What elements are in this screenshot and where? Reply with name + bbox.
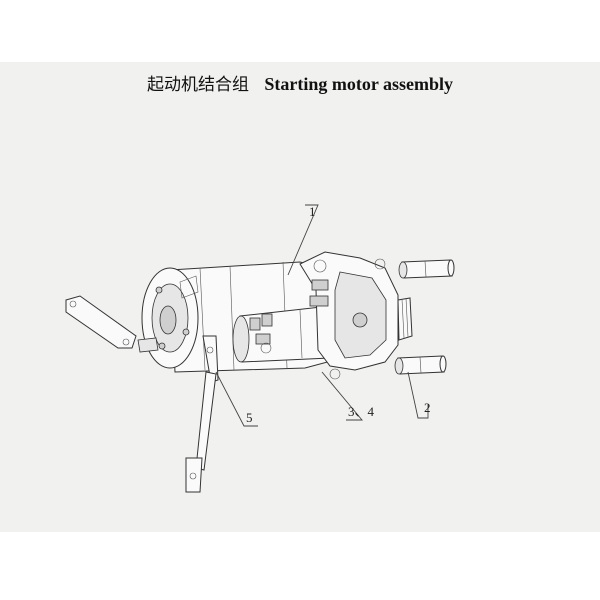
title-chinese: 起动机结合组	[146, 75, 249, 95]
title-english: Starting motor assembly	[264, 74, 454, 94]
callout-1: 1	[309, 204, 316, 219]
solenoid-switch	[232, 305, 343, 363]
callout-5: 5	[246, 410, 253, 425]
drive-housing	[299, 251, 413, 380]
leader-lines	[215, 204, 429, 427]
stud-sleeve-lower	[394, 355, 447, 375]
stud-sleeve-upper	[398, 259, 455, 279]
left-connecting-link	[65, 295, 159, 353]
callout-3-4: 3、4	[348, 404, 375, 419]
page-title: 起动机结合组 Starting motor assembly	[0, 70, 600, 95]
support-bracket	[185, 335, 219, 493]
callout-2: 2	[424, 400, 431, 415]
